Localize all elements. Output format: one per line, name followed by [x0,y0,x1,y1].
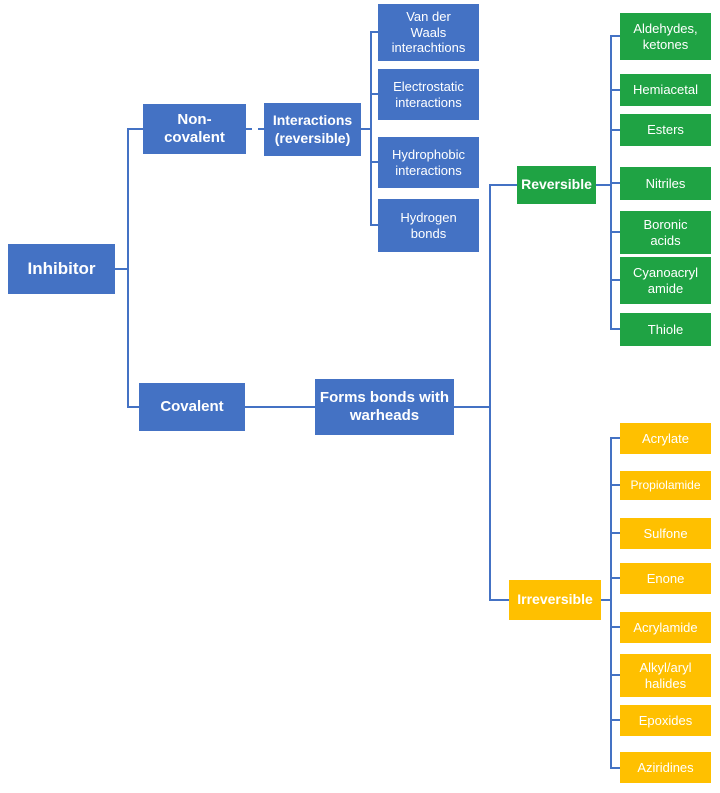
node-electrostatic: Electrostatic interactions [378,69,479,120]
node-van-der-waals: Van der Waals interachtions [378,4,479,61]
node-epoxides: Epoxides [620,705,711,736]
connector-line [115,268,128,270]
connector-line [610,674,620,676]
node-hydrogen-bonds: Hydrogen bonds [378,199,479,252]
connector-line [610,626,620,628]
connector-line [601,599,611,601]
connector-line [370,93,378,95]
connector-line [361,128,371,130]
connector-line [610,484,620,486]
node-inhibitor: Inhibitor [8,244,115,294]
connector-line [610,577,620,579]
node-acrylate: Acrylate [620,423,711,454]
connector-line [489,184,491,601]
connector-line [610,437,620,439]
connector-line [610,129,620,131]
node-boronic-acids: Boronic acids [620,211,711,254]
node-cyanoacrylamide: Cyanoacryl amide [620,257,711,304]
node-non-covalent: Non- covalent [143,104,246,154]
node-alkyl-aryl-halides: Alkyl/aryl halides [620,654,711,697]
node-reversible: Reversible [517,166,596,204]
connector-line [370,31,378,33]
node-enone: Enone [620,563,711,594]
connector-line [454,406,490,408]
node-aldehydes-ketones: Aldehydes, ketones [620,13,711,60]
connector-line [246,128,264,130]
connector-line [610,437,612,769]
connector-line [610,719,620,721]
connector-line [370,31,372,226]
connector-line [127,128,143,130]
node-acrylamide: Acrylamide [620,612,711,643]
node-thiole: Thiole [620,313,711,346]
connector-line [610,35,620,37]
connector-line [370,161,378,163]
connector-line [610,182,620,184]
node-irreversible: Irreversible [509,580,601,620]
connector-line [127,128,129,408]
node-nitriles: Nitriles [620,167,711,200]
connector-line [610,767,620,769]
node-forms-bonds-warheads: Forms bonds with warheads [315,379,454,435]
node-aziridines: Aziridines [620,752,711,783]
node-propiolamide: Propiolamide [620,471,711,500]
connector-line [610,89,620,91]
node-interactions-reversible: Interactions (reversible) [264,103,361,156]
connector-line [610,328,620,330]
node-hemiacetal: Hemiacetal [620,74,711,106]
node-sulfone: Sulfone [620,518,711,549]
connector-line [610,279,620,281]
node-covalent: Covalent [139,383,245,431]
connector-line [245,406,315,408]
node-hydrophobic: Hydrophobic interactions [378,137,479,188]
connector-line [610,532,620,534]
connector-line [489,184,517,186]
connector-line [489,599,509,601]
connector-line [370,224,378,226]
connector-line [127,406,139,408]
connector-line [610,231,620,233]
connector-line [596,184,611,186]
node-esters: Esters [620,114,711,146]
